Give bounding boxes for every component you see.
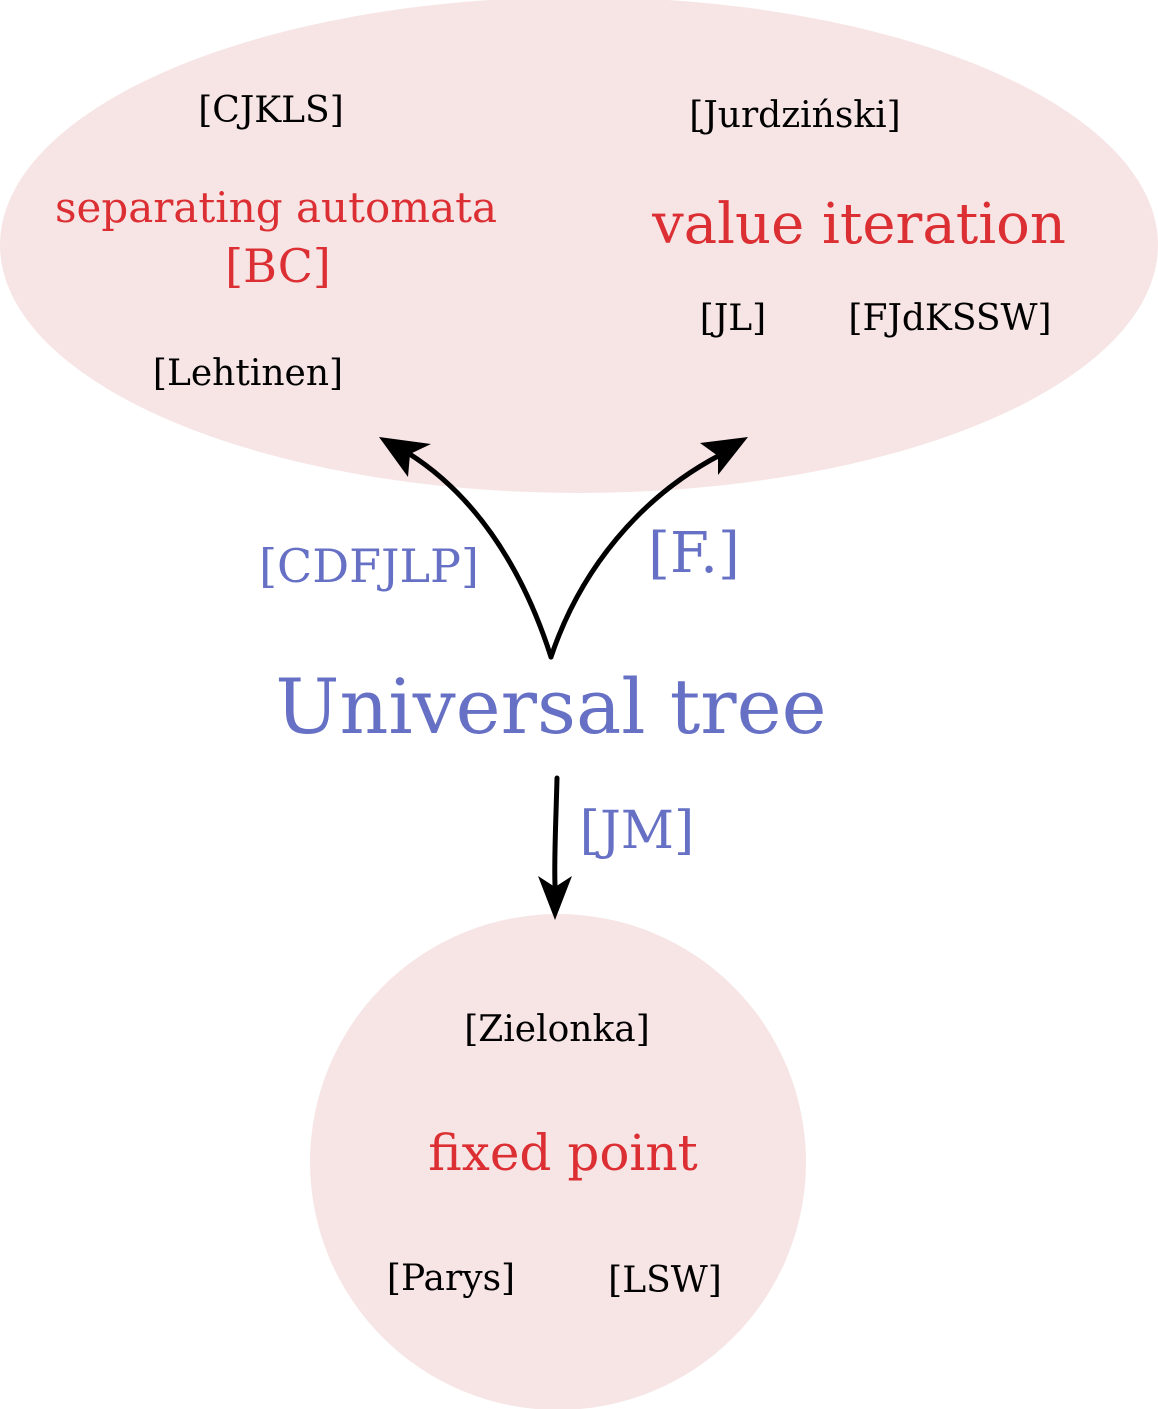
citation-lsw: [LSW] (608, 1260, 722, 1301)
edge-label-jm: [JM] (580, 801, 695, 861)
arrowhead-right (700, 437, 748, 475)
arrowhead-down (538, 876, 572, 920)
citation-lehtinen: [Lehtinen] (153, 353, 343, 394)
citation-parys: [Parys] (387, 1258, 515, 1299)
citation-cjkls: [CJKLS] (198, 90, 344, 131)
edge-label-cdfjlp: [CDFJLP] (259, 539, 479, 593)
citation-zielonka: [Zielonka] (464, 1009, 650, 1050)
edge-label-f: [F.] (648, 521, 740, 586)
arrow-to-fixed-point (538, 775, 572, 920)
universal-tree-title: Universal tree (275, 662, 826, 751)
method-value-iteration: value iteration (651, 192, 1066, 257)
citation-jl: [JL] (700, 298, 766, 339)
bottom-region-circle (310, 914, 806, 1409)
method-fixed-point: fixed point (428, 1124, 697, 1182)
arrow-to-separating-automata (379, 437, 554, 660)
arrowhead-left (379, 437, 431, 477)
top-region-ellipse (0, 0, 1158, 493)
method-separating-automata: separating automata (55, 183, 497, 232)
arrow-to-value-iteration (548, 437, 748, 660)
citation-fjdkssw: [FJdKSSW] (848, 298, 1051, 339)
method-separating-automata-citation: [BC] (225, 239, 331, 293)
citation-jurdzinski: [Jurdziński] (689, 95, 900, 136)
